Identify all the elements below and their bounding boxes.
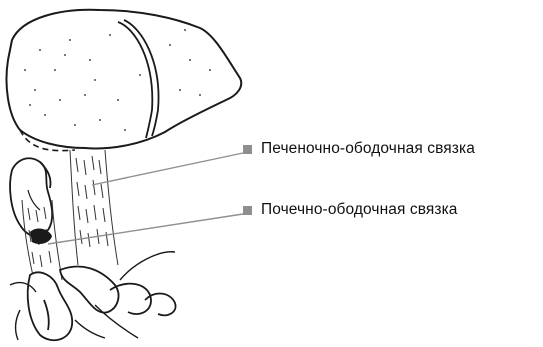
label-renocolic-ligament: Почечно-ободочная связка	[243, 201, 458, 219]
junction-mass	[30, 229, 52, 244]
liver-drawing	[7, 10, 242, 151]
label-marker	[243, 206, 252, 215]
hepatocolic-ligament	[70, 150, 118, 265]
colon-drawing	[10, 158, 52, 236]
lower-viscera-drawing	[10, 252, 176, 340]
label-marker	[243, 145, 252, 154]
label-text: Почечно-ободочная связка	[261, 201, 458, 219]
label-hepatocolic-ligament: Печеночно-ободочная связка	[243, 140, 475, 158]
leader-line-renocolic	[48, 214, 243, 244]
label-text: Печеночно-ободочная связка	[261, 140, 475, 158]
leader-line-hepatocolic	[92, 153, 243, 185]
